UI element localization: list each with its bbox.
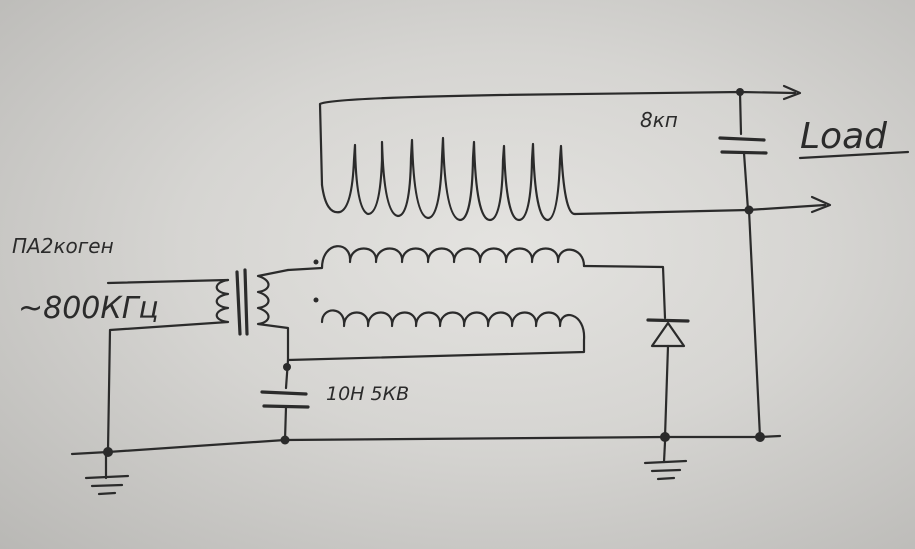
secondary-junction-dot: [283, 363, 291, 371]
left-ground-junction-dot: [103, 447, 113, 457]
source-label-top: ПА2коген: [12, 234, 114, 258]
big-secondary-coil: [320, 136, 577, 222]
load-underline: [798, 150, 910, 160]
top-output-arrow: [782, 84, 802, 101]
bottom-cap-plate-1: [260, 390, 308, 396]
primary-coil-1: [286, 245, 586, 272]
top-wire: [318, 90, 797, 187]
input-lead-top: [106, 278, 230, 285]
coil2-phase-dot: [313, 297, 319, 303]
left-ground-symbol: [84, 454, 130, 496]
bottom-output-arrow: [810, 195, 832, 214]
right-vertical-wire: [747, 208, 762, 439]
ground-bus: [70, 434, 782, 456]
diode-bar: [646, 318, 690, 323]
top-cap-plate-1: [718, 136, 766, 142]
primary-coil-2: [286, 309, 586, 362]
coil1-phase-dot: [313, 259, 319, 265]
top-cap-lead-lower: [742, 151, 750, 212]
bottom-cap-lead: [283, 405, 288, 442]
diode-lower-lead: [663, 344, 670, 439]
source-frequency-label: ~800КГц: [18, 291, 159, 326]
coil-to-output-wire: [573, 203, 827, 216]
input-transformer-secondary: [256, 268, 290, 390]
top-cap-lead-upper: [738, 90, 743, 136]
top-capacitor-label: 8кп: [640, 108, 678, 132]
load-label: Load: [800, 116, 888, 157]
bottom-capacitor-label: 10Н 5КВ: [326, 383, 409, 405]
right-ground-symbol: [643, 440, 688, 481]
diode-triangle: [650, 321, 686, 348]
transformer-core-2: [243, 268, 249, 336]
coil1-right-lead: [582, 264, 667, 320]
transformer-core-1: [235, 270, 242, 336]
input-transformer-primary: [106, 278, 230, 452]
